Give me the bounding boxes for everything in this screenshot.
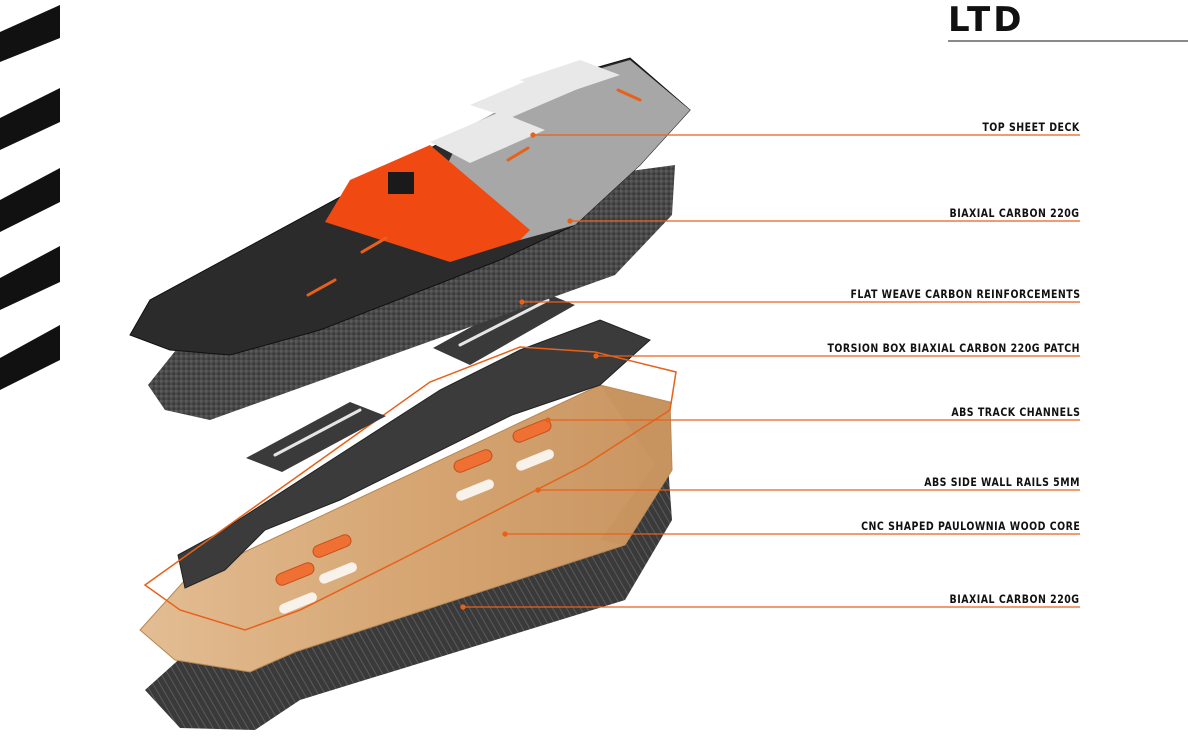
layer-flat-weave-reinforcements (246, 290, 575, 472)
decorative-stripes (0, 5, 60, 390)
label-biaxial-carbon-top: BIAXIAL CARBON 220g (950, 206, 1080, 220)
label-biaxial-carbon-bottom: BIAXIAL CARBON 220g (950, 592, 1080, 606)
leader-lines (460, 132, 1080, 610)
label-top-sheet-deck: TOP SHEET DECK (982, 120, 1080, 134)
abs-track-channels-group (275, 419, 554, 614)
label-torsion-box-patch: TORSION BOX BIAXIAL CARBON 220g PATCH (827, 341, 1080, 355)
layer-top-sheet-deck (129, 57, 691, 356)
label-paulownia-wood-core: CNC SHAPED PAULOWNIA WOOD CORE (860, 519, 1080, 533)
label-abs-side-wall-rails: ABS SIDE WALL RAILS 5mm (924, 475, 1080, 489)
model-title: LTD (948, 0, 1025, 40)
layer-torsion-box-patch (143, 319, 677, 631)
label-flat-weave-reinforcements: FLAT WEAVE CARBON REINFORCEMENTS (850, 287, 1080, 301)
title-underline (948, 40, 1188, 42)
label-abs-track-channels: ABS TRACK CHANNELS (950, 405, 1080, 419)
